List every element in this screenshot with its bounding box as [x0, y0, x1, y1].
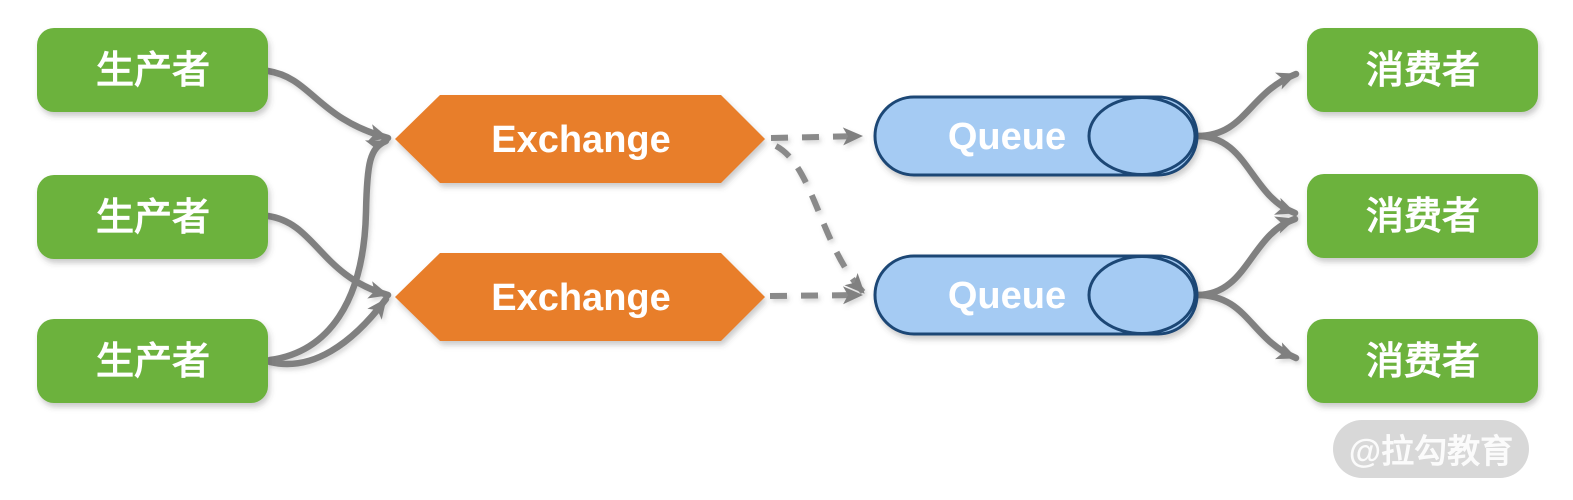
- edge-queue1-consumer1: [1193, 70, 1300, 140]
- edge-exchange2-queue2: [769, 286, 863, 305]
- consumer-1-box: [1307, 28, 1538, 112]
- exchange-queue-bindings: [769, 127, 867, 305]
- queue-nodes: Queue Queue: [873, 95, 1199, 336]
- producer-3-box: [37, 319, 268, 403]
- watermark-text: @拉勾教育: [1349, 433, 1513, 470]
- producer-2-box: [37, 175, 268, 259]
- consumer-nodes: 消费者 消费者 消费者: [1307, 28, 1538, 403]
- producer-3-label: 生产者: [96, 341, 210, 383]
- watermark: @拉勾教育: [1333, 420, 1529, 478]
- consumer-2-label: 消费者: [1366, 196, 1480, 238]
- queue-2-cap: [1087, 255, 1197, 335]
- producer-node-3: 生产者: [37, 319, 268, 403]
- queue-node-1: Queue: [873, 95, 1199, 177]
- exchange-node-2: Exchange: [395, 253, 765, 341]
- producer-1-box: [37, 28, 268, 112]
- consumer-2-box: [1307, 174, 1538, 258]
- exchange-2-label: Exchange: [491, 277, 671, 319]
- queue-2-label: Queue: [948, 275, 1066, 317]
- producer-1-label: 生产者: [96, 50, 210, 92]
- consumer-3-label: 消费者: [1366, 341, 1480, 383]
- edge-exchange1-queue1: [770, 127, 863, 146]
- edge-queue1-consumer2: [1193, 132, 1299, 217]
- edge-producer3-exchange2: [266, 295, 390, 368]
- edge-producer1-exchange1: [264, 67, 392, 142]
- exchange-1-label: Exchange: [491, 119, 671, 161]
- edge-producer3-exchange1: [266, 137, 390, 364]
- queue-1-label: Queue: [948, 116, 1066, 158]
- queue-node-2: Queue: [873, 254, 1199, 336]
- exchange-node-1: Exchange: [395, 95, 765, 183]
- exchange-nodes: Exchange Exchange: [395, 95, 765, 341]
- edge-queue2-consumer3: [1193, 291, 1300, 362]
- consumer-3-box: [1307, 319, 1538, 403]
- edge-queue2-consumer2: [1193, 215, 1299, 299]
- edge-producer2-exchange2: [264, 212, 392, 299]
- producer-exchange-arrows: [264, 67, 392, 368]
- exchange-1-shape: [395, 95, 765, 183]
- producer-node-2: 生产者: [37, 175, 268, 259]
- producer-2-label: 生产者: [96, 197, 210, 239]
- exchange-2-shape: [395, 253, 765, 341]
- queue-consumer-arrows: [1193, 70, 1300, 362]
- edge-exchange1-queue2: [774, 143, 867, 296]
- consumer-node-2: 消费者: [1307, 174, 1538, 258]
- consumer-node-3: 消费者: [1307, 319, 1538, 403]
- producer-nodes: 生产者 生产者 生产者: [37, 28, 268, 403]
- consumer-1-label: 消费者: [1366, 50, 1480, 92]
- producer-node-1: 生产者: [37, 28, 268, 112]
- watermark-pill: [1333, 420, 1529, 478]
- queue-1-cap: [1087, 96, 1197, 176]
- consumer-node-1: 消费者: [1307, 28, 1538, 112]
